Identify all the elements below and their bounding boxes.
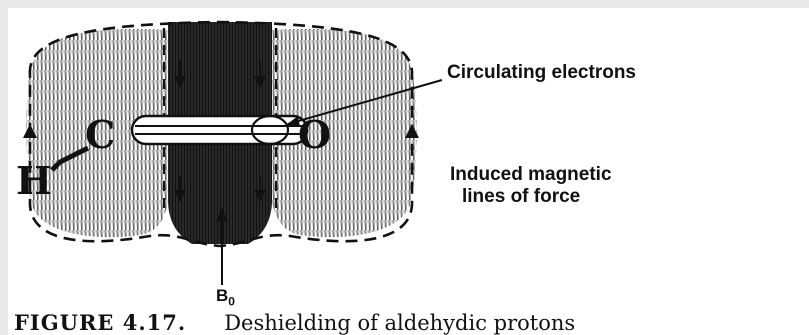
figure-caption: FIGURE 4.17. Deshielding of aldehydic pro… — [14, 310, 575, 335]
b0-label-main: B — [216, 286, 228, 305]
circulating-electrons-ring — [132, 116, 307, 144]
figure-caption-text: Deshielding of aldehydic protons — [224, 311, 575, 335]
induced-lines-label: Induced magnetic lines of force — [450, 164, 612, 208]
induced-lines-label-line2: lines of force — [450, 186, 612, 208]
carbon-atom-label: C — [85, 112, 115, 157]
oxygen-atom-label: O — [298, 112, 331, 157]
circulating-electrons-label: Circulating electrons — [447, 62, 636, 84]
b0-label-subscript: 0 — [228, 294, 235, 308]
b0-label: B0 — [216, 286, 235, 308]
induced-lines-label-line1: Induced magnetic — [450, 164, 612, 186]
hydrogen-atom-label: H — [16, 158, 52, 203]
figure-number: FIGURE 4.17. — [14, 310, 186, 335]
